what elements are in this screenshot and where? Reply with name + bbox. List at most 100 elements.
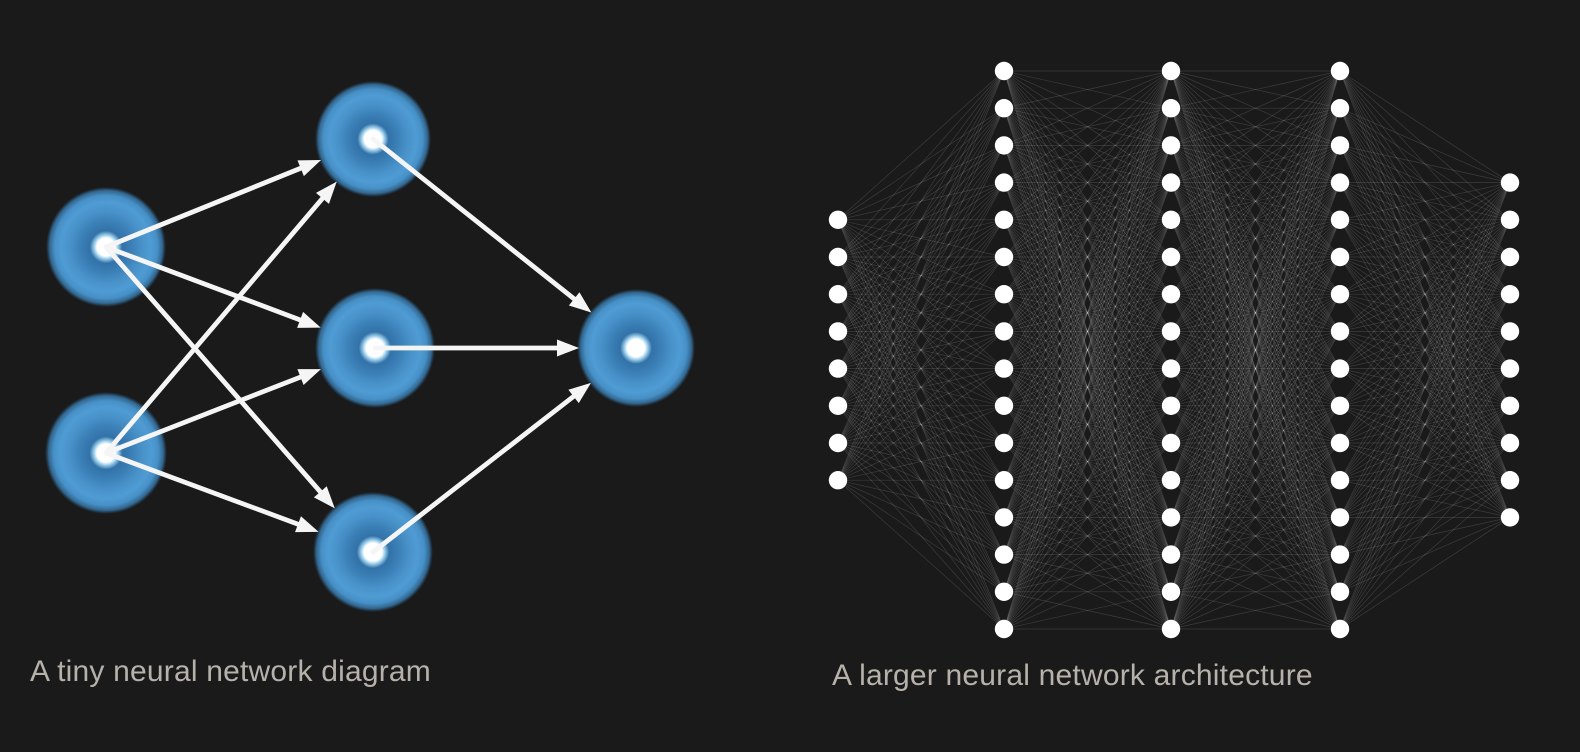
dense-link xyxy=(1003,294,1172,630)
dense-link xyxy=(1003,145,1172,555)
dense-link xyxy=(837,256,1005,369)
dense-link xyxy=(1003,145,1172,332)
dense-link xyxy=(1170,405,1341,593)
layer-3-neuron xyxy=(1161,359,1181,378)
dense-link xyxy=(1339,479,1511,630)
dense-link xyxy=(837,145,1005,444)
dense-link xyxy=(837,145,1005,221)
dense-link xyxy=(1003,479,1172,593)
dense-link xyxy=(1170,442,1341,593)
dense-link xyxy=(1003,145,1172,444)
dense-link xyxy=(1339,256,1511,332)
dense-link xyxy=(1339,182,1511,332)
dense-link xyxy=(1003,331,1172,444)
dense-link xyxy=(1339,293,1511,332)
dense-link xyxy=(1003,145,1172,183)
dense-link xyxy=(1003,70,1172,221)
dense-link xyxy=(837,219,1005,630)
dense-link xyxy=(1170,219,1341,444)
dense-link xyxy=(1003,219,1172,555)
dense-link xyxy=(1339,405,1511,518)
dense-link xyxy=(1170,219,1341,407)
dense-link xyxy=(1003,108,1172,406)
dense-link xyxy=(1339,145,1511,444)
dense-link xyxy=(837,219,1005,518)
dense-link xyxy=(837,405,1005,481)
dense-link xyxy=(1003,108,1172,444)
dense-link xyxy=(1003,145,1172,518)
layer-3-neuron xyxy=(1161,285,1181,304)
dense-link xyxy=(837,405,1005,444)
dense-link xyxy=(1003,108,1172,630)
dense-link xyxy=(1170,442,1341,518)
neuron-output-1 xyxy=(577,289,695,407)
dense-link xyxy=(1003,293,1172,369)
layer-4-neuron xyxy=(1330,322,1350,341)
dense-link xyxy=(1003,70,1172,555)
dense-link xyxy=(1003,182,1172,444)
dense-link xyxy=(1339,256,1511,481)
dense-link xyxy=(1170,70,1341,183)
dense-link xyxy=(1170,368,1341,555)
dense-link xyxy=(1003,293,1172,481)
dense-link xyxy=(1170,368,1341,630)
dense-link xyxy=(837,182,1005,332)
dense-link xyxy=(837,479,1005,555)
dense-link xyxy=(1170,256,1341,295)
dense-link xyxy=(1003,293,1172,444)
dense-link xyxy=(837,331,1005,518)
dense-link xyxy=(837,107,1005,332)
dense-link xyxy=(1339,145,1511,406)
dense-link xyxy=(1003,479,1172,518)
dense-link xyxy=(1003,405,1172,518)
dense-link xyxy=(1170,107,1341,295)
dense-link xyxy=(1339,219,1511,258)
dense-link xyxy=(1003,368,1172,407)
dense-link xyxy=(1003,554,1172,593)
dense-link xyxy=(1170,405,1341,555)
layer-4-neuron xyxy=(1330,136,1350,155)
dense-link xyxy=(1003,182,1172,221)
dense-link xyxy=(1170,108,1341,592)
dense-link xyxy=(1339,293,1511,481)
layer-2-neuron xyxy=(994,210,1014,229)
layer-2-neuron xyxy=(994,433,1014,453)
dense-link xyxy=(837,479,1005,593)
dense-link xyxy=(1170,331,1341,407)
dense-link xyxy=(1003,70,1172,481)
tiny-network-caption: A tiny neural network diagram xyxy=(30,655,432,688)
dense-link xyxy=(1339,331,1511,518)
dense-link xyxy=(1339,256,1511,592)
layer-3-neuron xyxy=(1161,210,1181,229)
dense-link xyxy=(1170,219,1341,369)
layer-2-neuron xyxy=(994,471,1014,490)
layer-2-neuron xyxy=(994,136,1014,155)
dense-link xyxy=(1003,256,1172,555)
dense-link xyxy=(1170,107,1341,258)
dense-link xyxy=(1339,182,1511,221)
dense-link xyxy=(1170,256,1341,630)
layer-3-neuron xyxy=(1161,508,1181,527)
dense-link xyxy=(837,368,1005,593)
dense-link xyxy=(1003,219,1172,444)
dense-link xyxy=(1170,108,1341,406)
dense-link xyxy=(1003,517,1172,555)
dense-link xyxy=(1339,182,1511,481)
dense-link xyxy=(837,256,1005,592)
connection-arrow-shaft xyxy=(103,162,311,250)
dense-link xyxy=(1003,108,1172,630)
dense-link xyxy=(1170,479,1341,593)
dense-link xyxy=(837,70,1005,258)
dense-link xyxy=(1003,405,1172,481)
dense-link xyxy=(1170,294,1341,555)
dense-link xyxy=(1170,182,1341,295)
dense-link xyxy=(1170,331,1341,369)
dense-link xyxy=(1170,70,1341,332)
dense-link xyxy=(1339,70,1511,369)
dense-link xyxy=(1339,145,1511,518)
dense-link xyxy=(837,331,1005,481)
dense-link xyxy=(1339,331,1511,630)
dense-link xyxy=(1170,219,1341,592)
dense-link xyxy=(1170,256,1341,332)
layer-5-neuron xyxy=(1500,173,1520,192)
